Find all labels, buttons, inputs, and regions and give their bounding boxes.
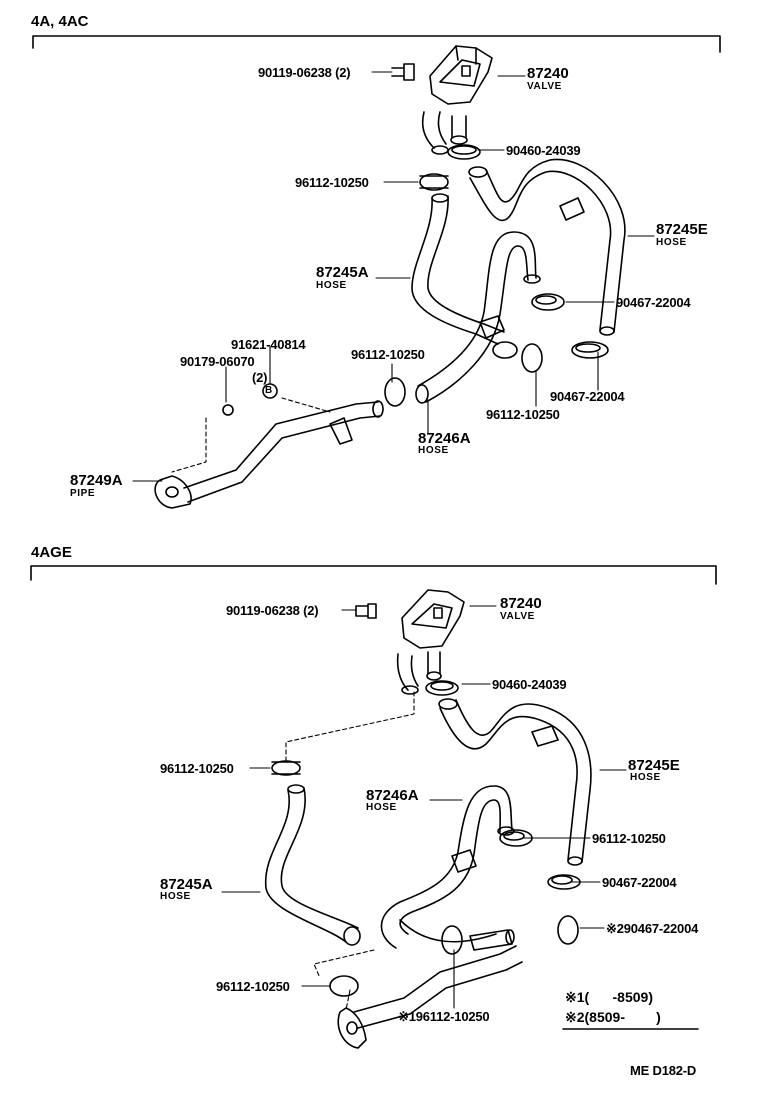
footer-ref: ME D182-D <box>630 1063 697 1078</box>
top-dashed-leaders <box>171 397 331 473</box>
label-hose-a-name-top: HOSE <box>316 280 347 291</box>
label-clamp-d-top: 90467-22004 <box>550 389 625 404</box>
label-qty-2-top: (2) <box>252 370 268 385</box>
label-valve-name-top: VALVE <box>527 81 562 92</box>
label-valve-no-top: 87240 <box>527 65 569 82</box>
label-clamp-e-top: 96112-10250 <box>486 407 560 422</box>
bottom-frame <box>30 565 717 1030</box>
note-line-2: ※2(8509- ) <box>565 1009 661 1025</box>
bottom-clamps <box>271 680 581 997</box>
label-valve-name-bottom: VALVE <box>500 611 535 622</box>
label-hose-46-no-bottom: 87246A <box>366 787 419 804</box>
label-clamp-e-bottom: 96112-10250 <box>216 979 290 994</box>
label-pt-90179-top: 90179-06070 <box>180 354 255 369</box>
top-hoses <box>411 158 626 404</box>
label-hose-46-name-bottom: HOSE <box>366 802 397 813</box>
label-bolt-top: 90119-06238 (2) <box>258 65 351 80</box>
top-leaders <box>132 71 655 482</box>
top-frame <box>32 35 721 53</box>
label-pipe-name-top: PIPE <box>70 488 96 499</box>
bottom-dashed-leaders <box>285 691 415 1011</box>
label-hose-46-name-top: HOSE <box>418 445 449 456</box>
label-clamp-a-bottom: 96112-10250 <box>160 761 234 776</box>
label-clamp-c-top: 96112-10250 <box>351 347 425 362</box>
label-clamp-b-top: 90467-22004 <box>616 295 691 310</box>
bottom-valve-drawing <box>355 589 465 695</box>
label-hose-a-no-top: 87245A <box>316 264 369 281</box>
label-pipe-no-top: 87249A <box>70 472 123 489</box>
label-hose-e-name-bottom: HOSE <box>630 772 661 783</box>
label-clamp-c-bottom: 90467-22004 <box>602 875 677 890</box>
label-clamp-valve-top: 90460-24039 <box>506 143 581 158</box>
bottom-hoses <box>264 698 592 949</box>
top-valve-drawing <box>391 45 493 155</box>
section-title-top: 4A, 4AC <box>31 13 89 30</box>
label-clamp-d-bottom: ※290467-22004 <box>606 921 699 936</box>
bottom-pipe <box>337 929 523 1049</box>
label-clamp-b-bottom: 96112-10250 <box>592 831 666 846</box>
top-clamps <box>384 144 609 407</box>
label-clamp-valve-bottom: 90460-24039 <box>492 677 567 692</box>
label-hose-46-no-top: 87246A <box>418 430 471 447</box>
label-valve-no-bottom: 87240 <box>500 595 542 612</box>
top-pipe <box>154 383 384 509</box>
label-hose-a-name-bottom: HOSE <box>160 891 191 902</box>
note-line-1: ※1( -8509) <box>565 989 653 1005</box>
label-bolt-bottom: 90119-06238 (2) <box>226 603 319 618</box>
label-hose-e-no-top: 87245E <box>656 221 708 238</box>
label-clamp-a-top: 96112-10250 <box>295 175 369 190</box>
label-hose-e-no-bottom: 87245E <box>628 757 680 774</box>
label-hose-e-name-top: HOSE <box>656 237 687 248</box>
label-hose-a-no-bottom: 87245A <box>160 876 213 893</box>
label-pt-91621-top: 91621-40814 <box>231 337 306 352</box>
label-circle-b-top: B <box>265 385 273 396</box>
bottom-leaders <box>221 605 627 1009</box>
label-clamp-f-bottom: ※196112-10250 <box>398 1009 490 1024</box>
section-title-bottom: 4AGE <box>31 544 72 561</box>
